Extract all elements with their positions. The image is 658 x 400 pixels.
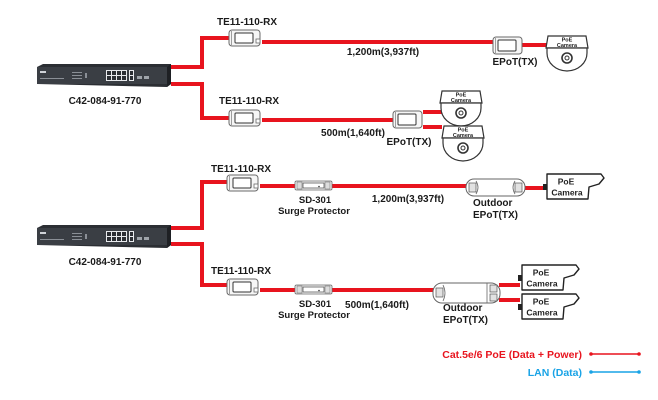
receiver-label: TE11-110-RX [211, 266, 271, 277]
transmitter-label: EPoT(TX) [387, 137, 432, 148]
surge-model-label: SD-301 [299, 299, 332, 310]
receiver-device-icon [226, 174, 259, 192]
camera-label-line1: PoE [456, 93, 467, 99]
legend-lan-line-icon [589, 370, 641, 374]
bullet-camera-icon: PoE Camera [517, 293, 580, 320]
bullet-camera-icon: PoE Camera [542, 173, 605, 200]
camera-label-line2: Camera [557, 43, 578, 49]
outdoor-transmitter-icon [432, 282, 501, 304]
camera-label-line2: Camera [526, 279, 557, 289]
transmitter-label-line2: EPoT(TX) [473, 210, 518, 221]
group-1: C42-084-91-770 TE11-110-RX 1,200m(3,937f… [37, 17, 589, 162]
receiver-label: TE11-110-RX [219, 96, 279, 107]
transmitter-label-line2: EPoT(TX) [443, 315, 488, 326]
camera-label-line2: Camera [453, 133, 474, 139]
camera-label-line1: PoE [562, 38, 573, 44]
surge-protector-icon [294, 284, 333, 295]
camera-label-line1: PoE [558, 177, 575, 187]
legend-poe-label: Cat.5e/6 PoE (Data + Power) [442, 349, 582, 361]
distance-label: 1,200m(3,937ft) [347, 47, 419, 58]
receiver-device-icon [226, 278, 259, 296]
receiver-device-icon [228, 109, 261, 127]
transmitter-device-icon [492, 36, 523, 55]
transmitter-device-icon [392, 110, 423, 129]
surge-model-label: SD-301 [299, 195, 332, 206]
camera-label-line1: PoE [533, 297, 550, 307]
surge-protector-icon [294, 180, 333, 191]
camera-label-line2: Camera [551, 188, 582, 198]
bullet-camera-icon: PoE Camera [517, 264, 580, 291]
poe-cable-1a [171, 36, 229, 69]
receiver-label: TE11-110-RX [211, 164, 271, 175]
transmitter-label-line1: Outdoor [443, 303, 483, 314]
distance-label: 500m(1,640ft) [321, 128, 385, 139]
poe-cable-1b [171, 82, 229, 120]
dome-camera-icon: PoE Camera [439, 90, 483, 127]
transmitter-label: EPoT(TX) [493, 57, 538, 68]
switch-label: C42-084-91-770 [69, 257, 142, 268]
distance-label: 500m(1,640ft) [345, 300, 409, 311]
network-switch-icon [37, 225, 171, 248]
poe-cable-2a [171, 180, 227, 230]
receiver-label: TE11-110-RX [217, 17, 277, 28]
legend-lan-label: LAN (Data) [528, 367, 582, 379]
network-switch-icon [37, 64, 171, 87]
distance-label: 1,200m(3,937ft) [372, 194, 444, 205]
dome-camera-icon: PoE Camera [441, 125, 485, 162]
poe-cables-group-2 [171, 180, 544, 302]
camera-label-line1: PoE [533, 268, 550, 278]
camera-label-line2: Camera [526, 308, 557, 318]
dome-camera-icon: PoE Camera [545, 35, 589, 72]
group-2: C42-084-91-770 TE11-110-RX SD-301 Surge … [37, 164, 605, 326]
surge-name-label: Surge Protector [278, 310, 350, 321]
transmitter-label-line1: Outdoor [473, 198, 513, 209]
receiver-device-icon [228, 29, 261, 47]
switch-label: C42-084-91-770 [69, 96, 142, 107]
legend: Cat.5e/6 PoE (Data + Power) LAN (Data) [442, 349, 641, 379]
poe-cable-2b [171, 242, 227, 287]
poe-cables-group-1 [171, 36, 547, 129]
legend-poe-line-icon [589, 352, 641, 356]
camera-label-line1: PoE [458, 128, 469, 134]
camera-label-line2: Camera [451, 98, 472, 104]
surge-name-label: Surge Protector [278, 206, 350, 217]
outdoor-transmitter-icon [465, 178, 526, 197]
